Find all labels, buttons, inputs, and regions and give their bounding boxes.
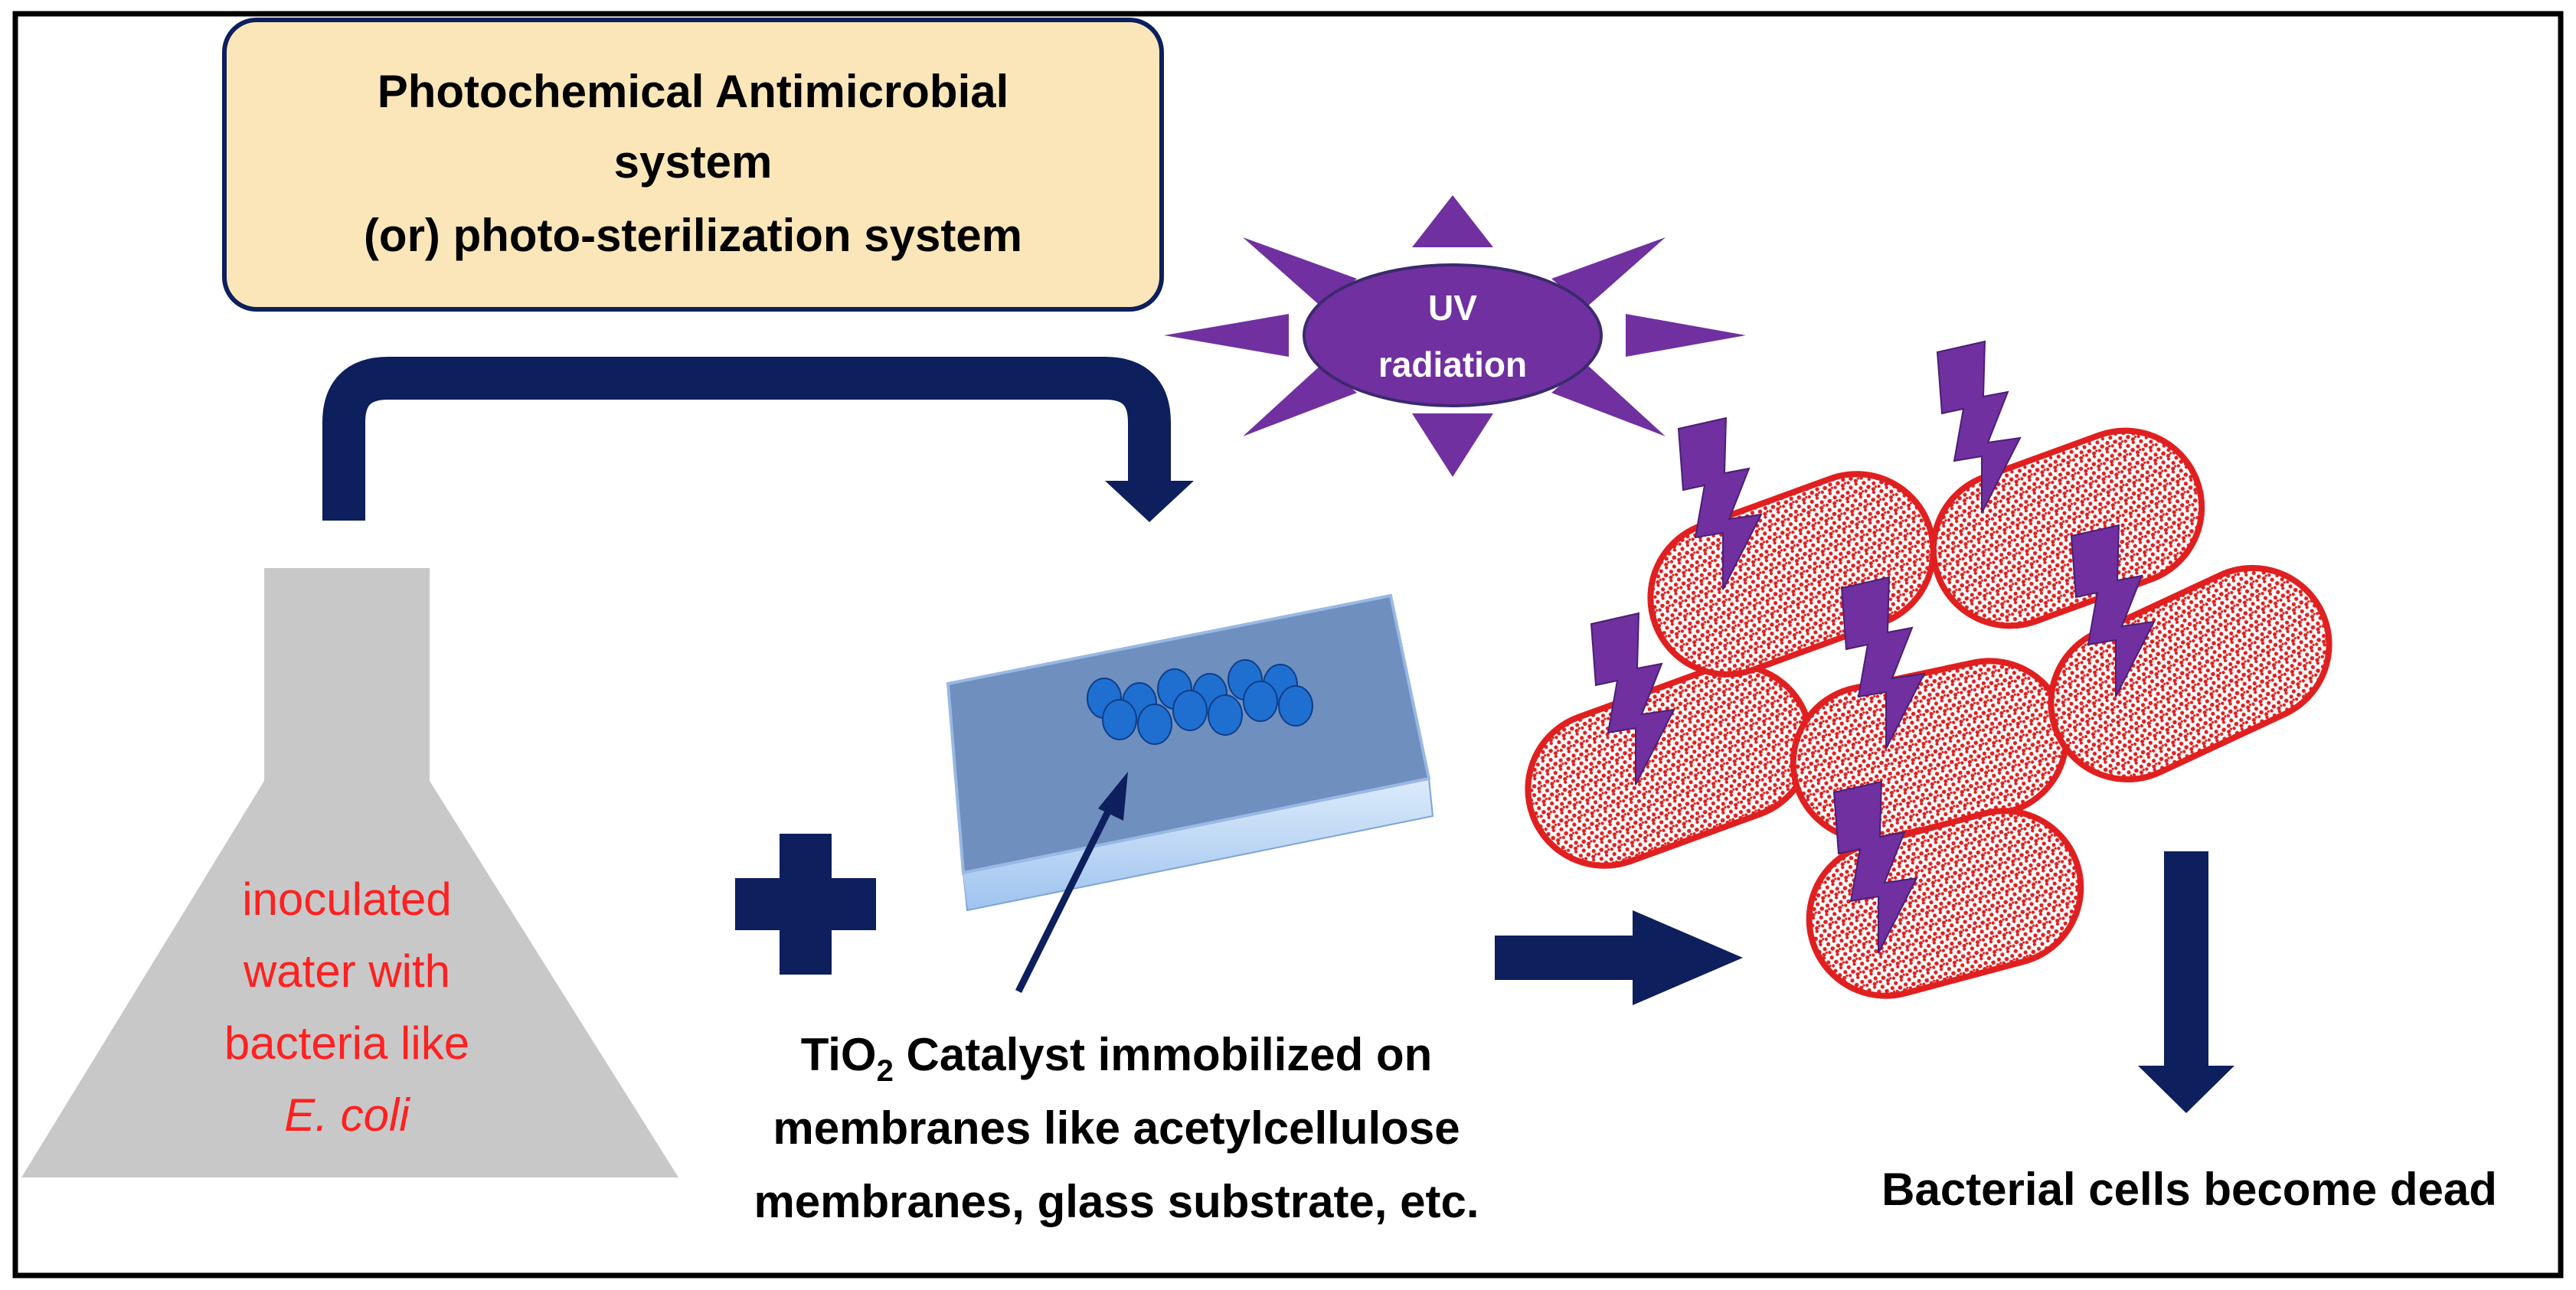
catalyst-pointer-head xyxy=(1098,772,1128,821)
flask-text-line-2: water with xyxy=(243,945,450,997)
title-line-2: system xyxy=(614,136,773,188)
curved-flow-arrow xyxy=(322,357,1171,521)
slide-top xyxy=(946,593,1431,875)
uv-ray-top-left xyxy=(1243,237,1357,308)
catalyst-bead xyxy=(1102,699,1137,740)
lightning-bolt-icon xyxy=(1832,780,1918,954)
flask xyxy=(21,568,678,1177)
uv-ray-left xyxy=(1164,314,1289,357)
title-line-3: (or) photo-sterilization system xyxy=(364,210,1022,261)
uv-sun xyxy=(1164,195,1746,477)
catalyst-beads xyxy=(1087,659,1313,745)
down-arrow xyxy=(2138,851,2234,1113)
tio-text: TiO xyxy=(801,1029,877,1080)
uv-ray-top xyxy=(1412,195,1493,247)
result-label: Bacterial cells become dead xyxy=(1881,1164,2497,1215)
catalyst-slide xyxy=(946,593,1434,912)
flask-text-line-1: inoculated xyxy=(242,874,452,925)
catalyst-bead xyxy=(1137,704,1172,745)
catalyst-bead xyxy=(1172,690,1208,731)
catalyst-line-1-rest: Catalyst immobilized on xyxy=(894,1029,1432,1080)
uv-ray-bottom xyxy=(1412,413,1493,477)
catalyst-caption-line-1: TiO2 Catalyst immobilized on xyxy=(801,1029,1433,1088)
lightning-bolt-icon xyxy=(1936,340,2022,514)
bacterium xyxy=(2048,564,2332,783)
lightning-bolt-icon xyxy=(1677,416,1763,590)
title-line-1: Photochemical Antimicrobial xyxy=(378,66,1009,117)
uv-label-line-1: UV xyxy=(1428,288,1477,328)
title-box: Photochemical Antimicrobial system (or) … xyxy=(222,18,1164,312)
catalyst-caption-line-2: membranes like acetylcellulose xyxy=(773,1102,1460,1154)
uv-ray-top-right xyxy=(1551,237,1666,308)
uv-ray-bottom-left xyxy=(1243,364,1357,436)
catalyst-pointer-line xyxy=(1015,800,1116,994)
curved-arrow-head xyxy=(1105,481,1194,522)
right-arrow xyxy=(1495,910,1743,1005)
catalyst-caption-line-3: membranes, glass substrate, etc. xyxy=(754,1176,1479,1227)
plus-sign xyxy=(735,834,876,975)
lightning-bolt-icon xyxy=(1840,576,1926,750)
flask-text-line-3: bacteria like xyxy=(224,1017,469,1069)
catalyst-bead xyxy=(1208,694,1243,736)
lightning-bolts xyxy=(1590,340,2156,954)
uv-ray-bottom-right xyxy=(1551,364,1666,436)
lightning-bolt-icon xyxy=(1590,612,1675,785)
uv-label-line-2: radiation xyxy=(1378,345,1527,384)
uv-ray-right xyxy=(1626,314,1746,357)
catalyst-bead xyxy=(1278,685,1313,727)
lightning-bolt-icon xyxy=(2070,524,2156,697)
flask-text-line-4: E. coli xyxy=(284,1089,410,1141)
uv-ellipse xyxy=(1303,263,1603,407)
tio-subscript: 2 xyxy=(877,1054,894,1088)
catalyst-bead xyxy=(1243,681,1278,722)
